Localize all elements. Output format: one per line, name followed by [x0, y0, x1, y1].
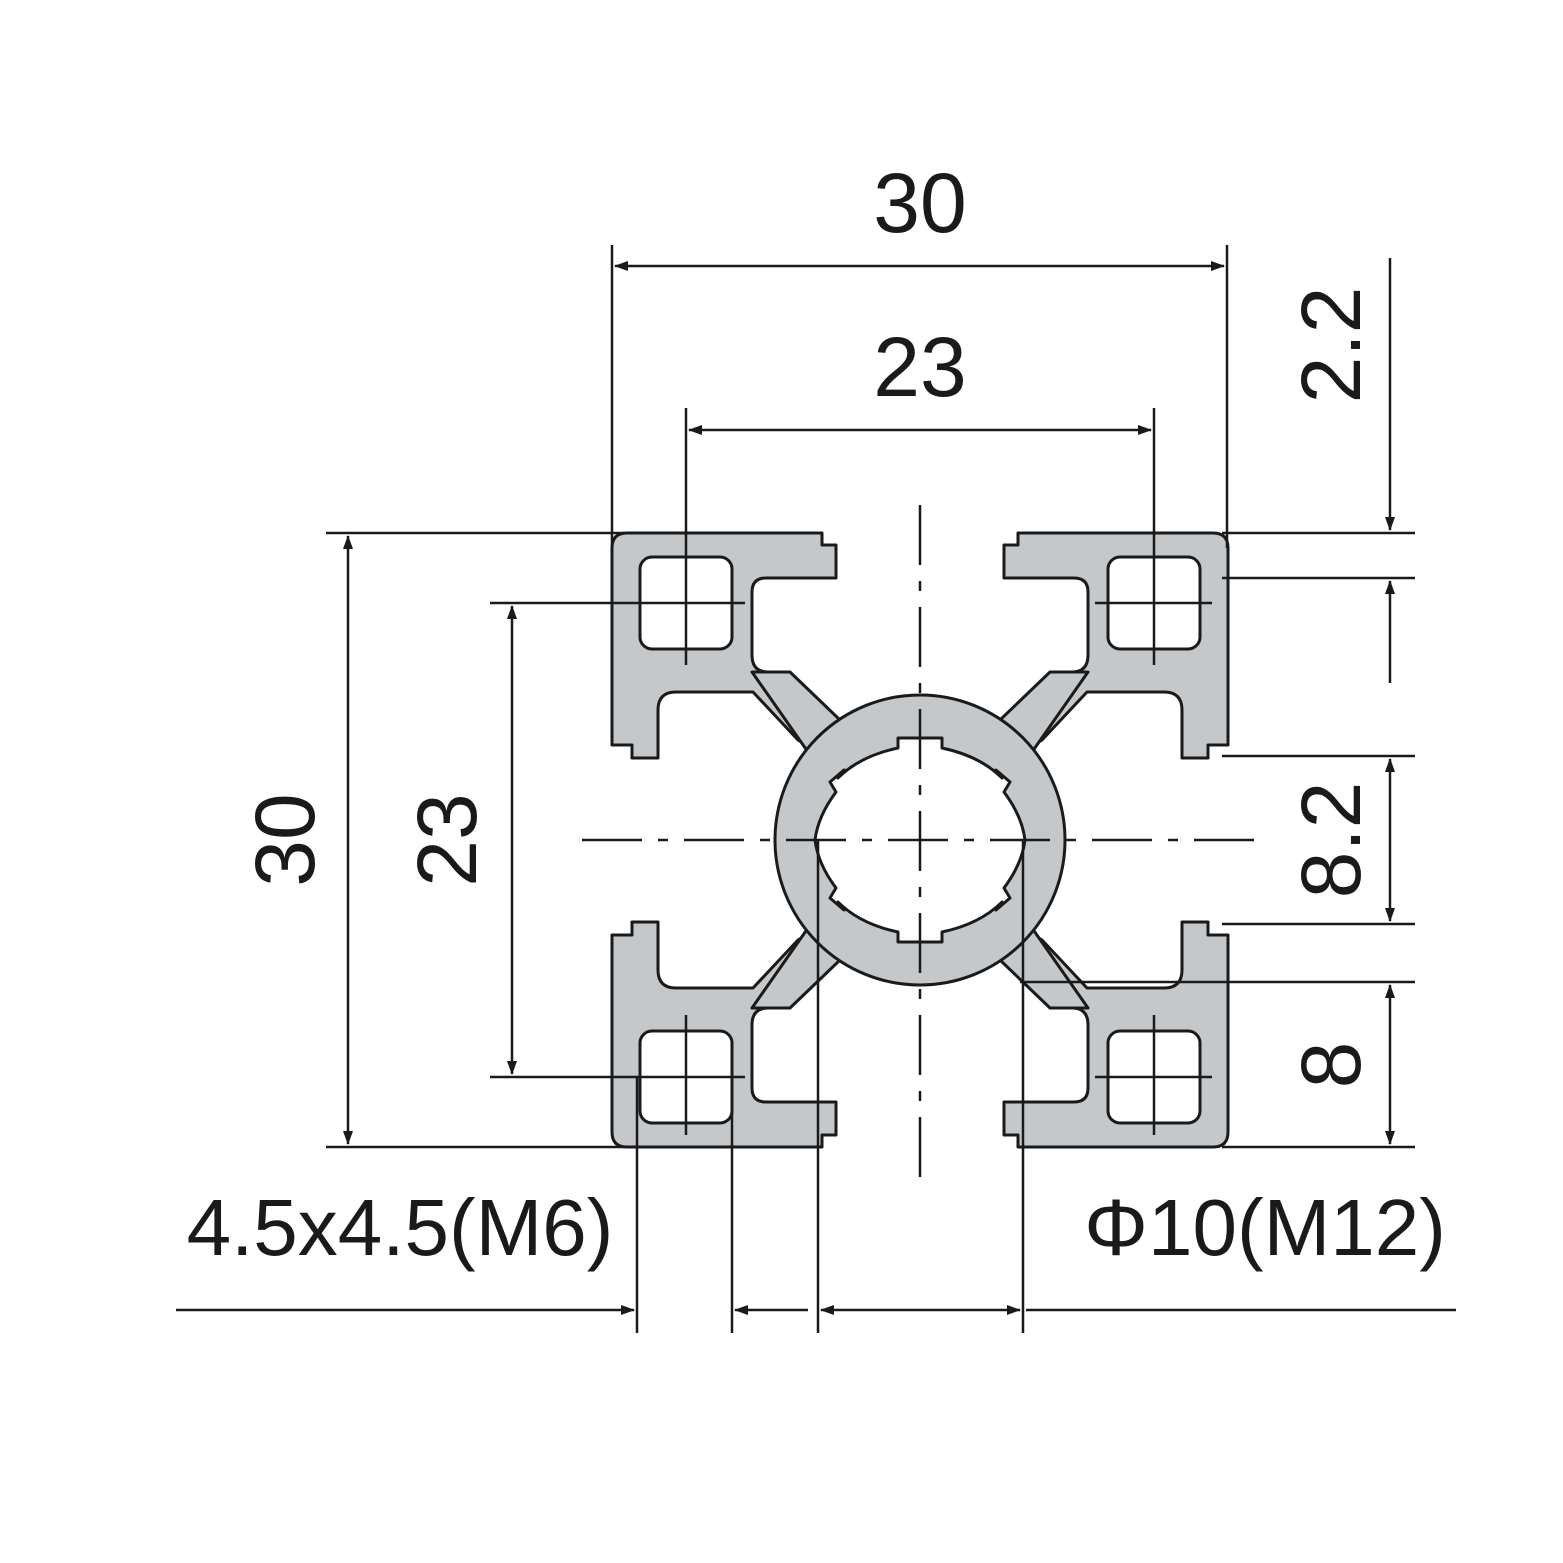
profile-quadrant: [610, 531, 842, 760]
corner-hole-crosshairs: [628, 545, 1212, 1135]
center-lines: [582, 505, 1262, 1180]
dim-left-inner: 23: [400, 793, 494, 886]
center-hole-label: Φ10(M12): [1084, 1183, 1446, 1272]
dim-right-top: 2.2: [1284, 287, 1378, 404]
dim-right-mid: 8.2: [1284, 782, 1378, 899]
corner-hole-label: 4.5x4.5(M6): [187, 1183, 614, 1272]
dim-top-inner: 23: [873, 320, 966, 414]
dim-top-width: 30: [873, 156, 966, 250]
dim-left-height: 30: [238, 793, 332, 886]
dimension-lines: [176, 245, 1456, 1333]
dim-right-bottom: 8: [1284, 1042, 1378, 1089]
